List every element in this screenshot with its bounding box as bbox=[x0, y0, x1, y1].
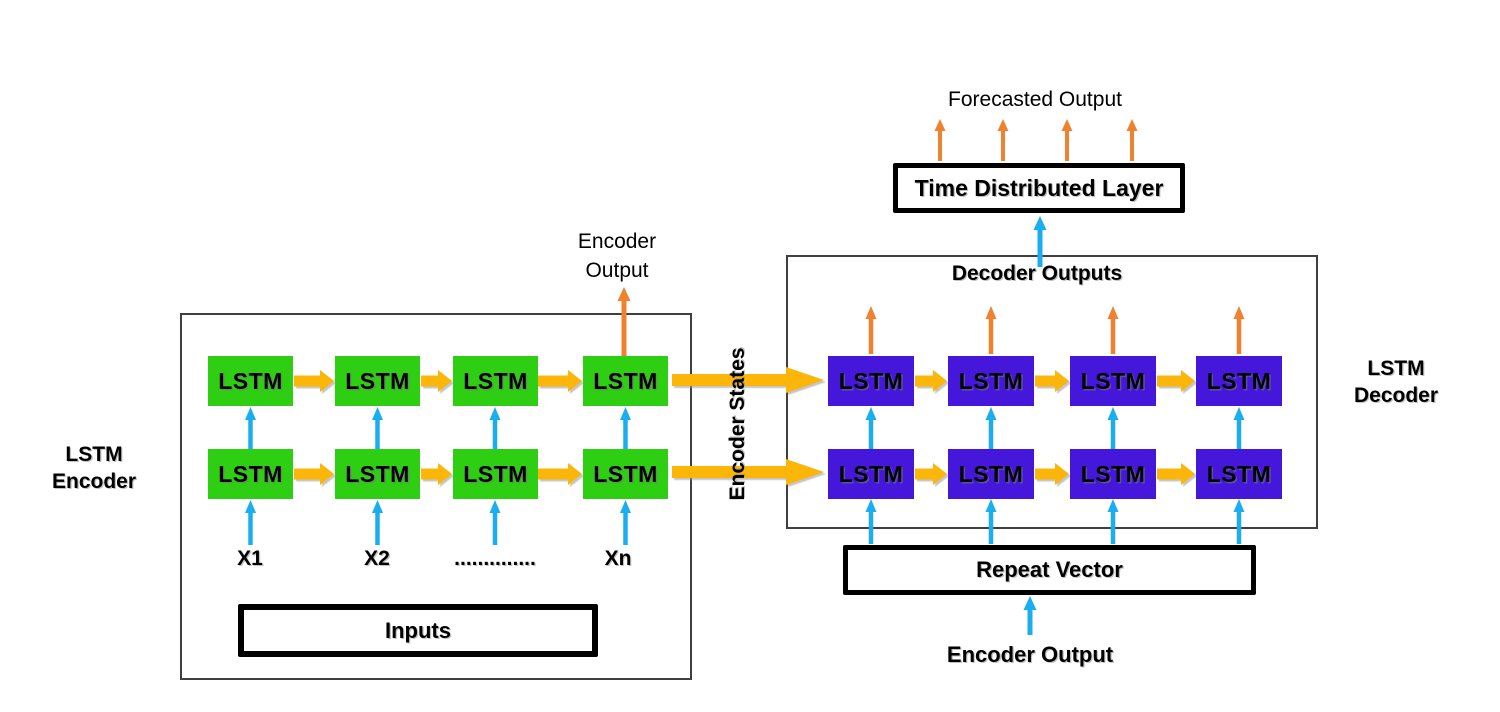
decoder-lstm-cell: LSTM bbox=[828, 356, 914, 406]
lstm-decoder-label: LSTM Decoder bbox=[1316, 355, 1476, 409]
decoder-lstm-cell: LSTM bbox=[1196, 356, 1282, 406]
decoder-outputs-title: Decoder Outputs bbox=[951, 262, 1123, 285]
encoder-lstm-cell: LSTM bbox=[583, 356, 668, 406]
encoder-output-top-line1: Encoder bbox=[577, 230, 657, 253]
lstm-encoder-label-line1: LSTM bbox=[65, 443, 123, 466]
orange-up-arrow bbox=[1126, 119, 1138, 161]
encoder-lstm-cell: LSTM bbox=[335, 449, 420, 499]
decoder-lstm-cell: LSTM bbox=[1196, 449, 1282, 499]
decoder-lstm-cell: LSTM bbox=[948, 356, 1034, 406]
encoder-lstm-cell: LSTM bbox=[208, 356, 293, 406]
lstm-decoder-label-line1: LSTM bbox=[1367, 357, 1425, 380]
encoder-lstm-cell: LSTM bbox=[583, 449, 668, 499]
orange-up-arrow bbox=[1061, 119, 1073, 161]
cyan-up-arrow bbox=[1023, 596, 1037, 635]
forecasted-output-label: Forecasted Output bbox=[948, 88, 1122, 111]
orange-up-arrow bbox=[934, 119, 946, 161]
encoder-lstm-cell: LSTM bbox=[335, 356, 420, 406]
time-distributed-layer-box: Time Distributed Layer bbox=[893, 163, 1185, 213]
encoder-lstm-cell: LSTM bbox=[453, 449, 538, 499]
decoder-lstm-cell: LSTM bbox=[1070, 356, 1156, 406]
encoder-lstm-cell: LSTM bbox=[453, 356, 538, 406]
encoder-output-top-line2: Output bbox=[585, 259, 649, 282]
decoder-lstm-cell: LSTM bbox=[1070, 449, 1156, 499]
input-label-dots: .............. bbox=[454, 547, 536, 570]
inputs-box: Inputs bbox=[238, 604, 598, 657]
input-label-x1: X1 bbox=[237, 547, 263, 570]
encoder-output-label-top: Encoder Output bbox=[537, 227, 697, 285]
encoder-lstm-cell: LSTM bbox=[208, 449, 293, 499]
input-label-x2: X2 bbox=[364, 547, 390, 570]
input-label-xn: Xn bbox=[604, 547, 632, 570]
lstm-decoder-label-line2: Decoder bbox=[1353, 384, 1439, 407]
encoder-output-label-bottom: Encoder Output bbox=[946, 642, 1114, 667]
repeat-vector-box: Repeat Vector bbox=[843, 545, 1256, 595]
encoder-container-box bbox=[180, 313, 692, 680]
decoder-lstm-cell: LSTM bbox=[948, 449, 1034, 499]
decoder-lstm-cell: LSTM bbox=[828, 449, 914, 499]
orange-up-arrow bbox=[997, 119, 1009, 161]
lstm-encoder-label-line2: Encoder bbox=[51, 470, 137, 493]
lstm-encoder-label: LSTM Encoder bbox=[14, 441, 174, 495]
encoder-states-label: Encoder States bbox=[726, 347, 749, 501]
